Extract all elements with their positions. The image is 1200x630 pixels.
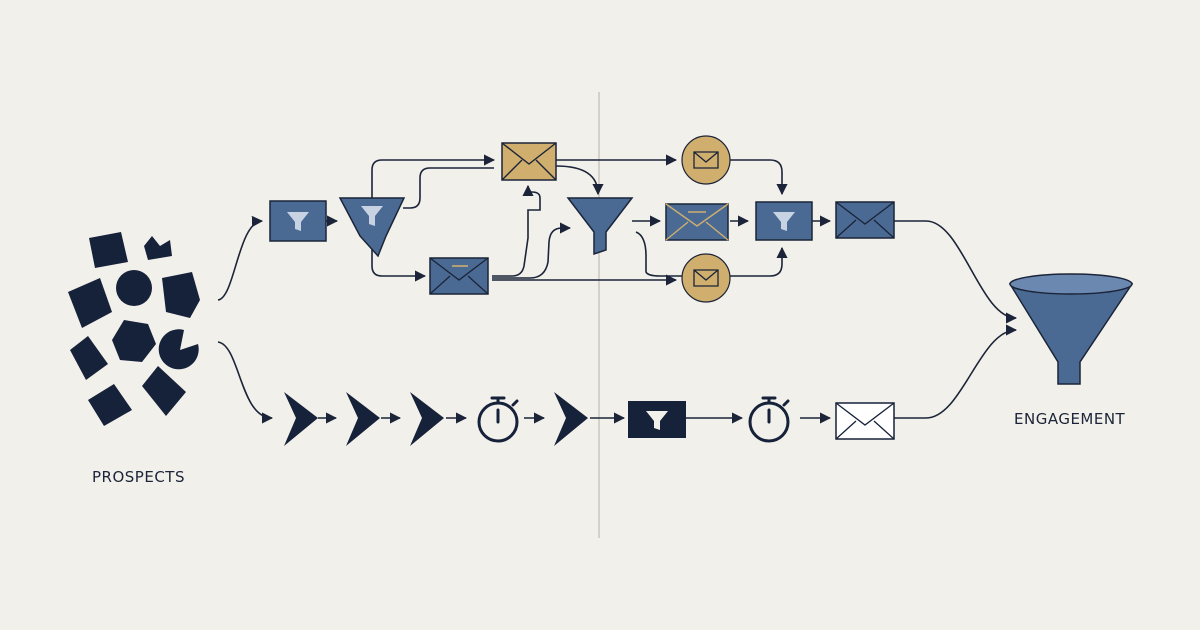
connector (894, 324, 1018, 419)
filter-icon (361, 206, 383, 226)
connector (217, 215, 264, 301)
chevron-icon (410, 392, 444, 446)
connector (371, 154, 496, 200)
prospect-shape (116, 270, 152, 306)
prospect-shape (68, 278, 112, 328)
prospects-label: PROSPECTS (92, 468, 185, 486)
connector (555, 165, 604, 196)
prospect-shape (70, 336, 108, 380)
envelope-icon (693, 269, 719, 287)
prospect-shape (88, 384, 132, 426)
prospect-shape (144, 236, 172, 260)
envelope-icon (665, 203, 729, 241)
chevron-icon (346, 392, 380, 446)
connector (217, 341, 274, 424)
prospect-shape (112, 320, 156, 362)
envelope-node-gold (501, 142, 557, 181)
stopwatch-icon (477, 396, 519, 443)
filter-icon (773, 212, 795, 231)
connector (492, 222, 572, 279)
connector (492, 184, 541, 277)
envelope-node-blue (429, 257, 489, 295)
filter-icon (287, 212, 309, 231)
stopwatch-icon (748, 396, 790, 443)
filter-box-node (269, 200, 327, 242)
engagement-funnel (1008, 273, 1134, 385)
prospects-cluster (68, 232, 200, 426)
filter-box-node (755, 201, 813, 241)
chevron-icon (284, 392, 318, 446)
connector (403, 167, 494, 209)
connector (730, 159, 788, 196)
engagement-label: ENGAGEMENT (1014, 410, 1126, 428)
funnel-node (338, 197, 406, 258)
funnel-node-large (566, 197, 634, 256)
chevron-icon (554, 392, 588, 446)
lower-connectors (217, 324, 1018, 424)
envelope-icon (835, 402, 895, 440)
connector (635, 231, 788, 277)
connector (894, 220, 1018, 324)
prospect-shape (89, 232, 128, 268)
prospect-shape (142, 366, 186, 416)
connector (371, 248, 427, 282)
prospect-shape (162, 272, 200, 318)
envelope-icon (693, 151, 719, 169)
envelope-icon (835, 201, 895, 239)
filter-box-node-dark (628, 401, 686, 438)
envelope-icon (429, 257, 489, 295)
filter-icon (646, 411, 668, 430)
chevron-steps (284, 392, 588, 446)
mail-circle-node (681, 135, 731, 185)
mail-circle-node (681, 253, 731, 303)
envelope-node-blue (835, 201, 895, 239)
prospect-shape (158, 329, 199, 370)
envelope-icon (501, 142, 557, 181)
envelope-node-accent (665, 203, 729, 241)
upper-connectors (217, 154, 1018, 324)
envelope-node-outline (835, 402, 895, 440)
